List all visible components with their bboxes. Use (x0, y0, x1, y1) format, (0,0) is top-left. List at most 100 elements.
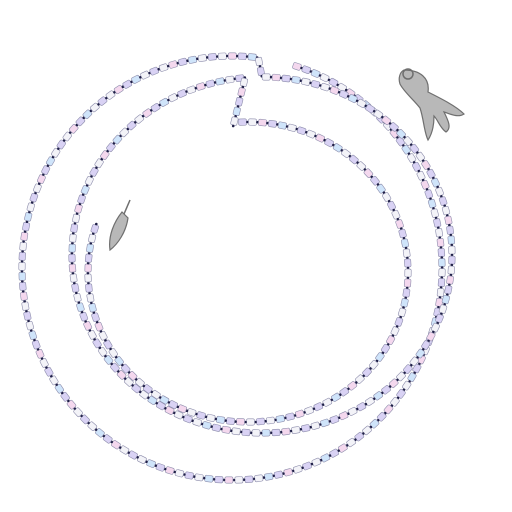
bead (184, 471, 194, 480)
bead (436, 238, 445, 248)
bead (404, 258, 412, 268)
bead (433, 218, 442, 228)
knot (262, 476, 266, 479)
knot (236, 54, 239, 58)
knot (212, 478, 216, 481)
bead (437, 248, 446, 258)
knot (86, 261, 90, 265)
bead (291, 76, 301, 84)
knot (222, 478, 226, 482)
bead (444, 285, 453, 295)
bead (248, 118, 257, 126)
bead (266, 416, 275, 425)
bead (236, 418, 245, 426)
bead (22, 222, 31, 232)
knot (216, 55, 219, 58)
knot (264, 419, 267, 423)
knot (259, 431, 263, 435)
knot (245, 55, 249, 58)
bead-strand (18, 52, 456, 484)
bead (215, 77, 225, 86)
bead (225, 75, 235, 84)
bead (241, 428, 251, 437)
bead (401, 238, 409, 248)
bead (204, 474, 214, 483)
knot (71, 271, 75, 275)
knot (289, 429, 293, 433)
bead (20, 291, 28, 301)
bead (271, 73, 281, 82)
bead (255, 56, 263, 67)
bead (275, 414, 285, 423)
knot (73, 281, 76, 285)
bead (281, 74, 291, 83)
knot (87, 281, 90, 285)
bead (437, 278, 446, 287)
clasp-ring (402, 68, 414, 80)
bead (301, 77, 311, 86)
bead (291, 426, 301, 434)
bead (281, 427, 291, 436)
knot (20, 260, 24, 263)
bead (20, 231, 29, 241)
bead (400, 298, 409, 308)
knot (72, 231, 75, 235)
bead (234, 476, 244, 484)
knot (449, 233, 453, 237)
bead (19, 241, 27, 251)
knot (231, 124, 235, 128)
bead (18, 261, 26, 271)
knot (256, 120, 259, 124)
charm-link (123, 199, 131, 215)
bead (448, 245, 456, 255)
bead (231, 427, 241, 436)
knot (21, 280, 24, 283)
knot (86, 271, 90, 275)
bead (224, 476, 234, 484)
bead (194, 473, 204, 482)
knot (406, 266, 410, 270)
bead (446, 225, 454, 235)
knot (406, 276, 410, 280)
knot (20, 270, 24, 273)
bead (403, 278, 412, 288)
knot (21, 290, 25, 293)
bead (435, 228, 443, 238)
bead (18, 251, 26, 261)
bead (264, 472, 274, 481)
bead (402, 288, 411, 298)
knot (206, 56, 209, 59)
bead (448, 255, 456, 265)
bead (216, 415, 226, 424)
knot (440, 266, 444, 269)
bead (68, 253, 76, 263)
bead (207, 53, 217, 61)
charm-body (109, 211, 129, 252)
bead (72, 213, 81, 223)
knot (21, 250, 24, 253)
knot (404, 246, 408, 250)
bead (254, 474, 264, 483)
bead (71, 283, 80, 293)
bead (251, 429, 261, 437)
bead (447, 265, 455, 275)
knot (196, 57, 199, 61)
bead (271, 428, 281, 437)
bead (197, 54, 207, 62)
knot (450, 243, 454, 247)
knot (244, 420, 247, 424)
bead (23, 311, 32, 321)
knot (450, 263, 454, 267)
knot (232, 478, 236, 482)
bead (261, 73, 271, 81)
bead (217, 52, 227, 60)
bead (438, 258, 446, 267)
bead (70, 223, 79, 233)
bead (273, 470, 284, 479)
knot (299, 428, 303, 431)
bead (227, 52, 237, 60)
bead (256, 417, 265, 426)
bead (21, 301, 30, 311)
bead (68, 243, 76, 253)
